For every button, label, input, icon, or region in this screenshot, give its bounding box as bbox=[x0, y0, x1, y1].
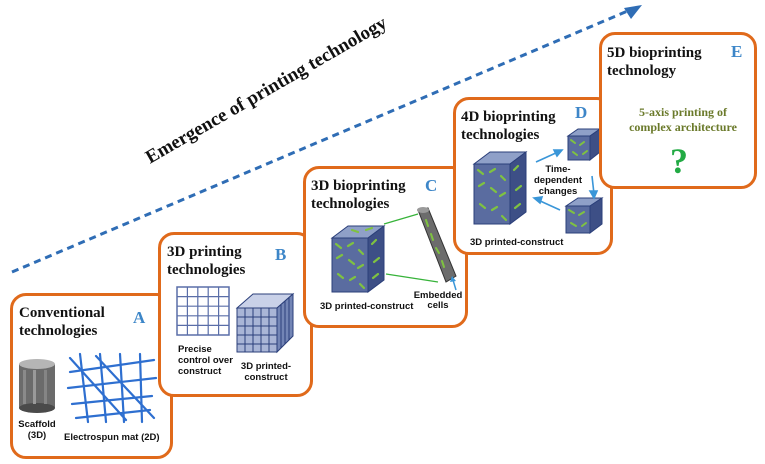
cell-laden-cube-icon bbox=[472, 151, 528, 225]
embedded-cell-strut-icon bbox=[383, 207, 457, 291]
printed-construct-c: 3D printed-construct bbox=[320, 301, 414, 312]
printed-construct-b-line1: 3D printed- bbox=[240, 361, 292, 372]
stage-a-title-line1: Conventional bbox=[19, 305, 105, 321]
stage-b-title-line2: technologies bbox=[167, 262, 246, 278]
time-cycle-arrows-icon bbox=[532, 149, 599, 211]
precise-control-line1: Precise bbox=[178, 344, 212, 355]
goal-line2: complex architecture bbox=[629, 120, 737, 134]
electrospun-mat-label: Electrospun mat (2D) bbox=[64, 432, 160, 443]
stage-d-letter: D bbox=[575, 103, 588, 122]
stage-e-title-line2: technology bbox=[607, 63, 677, 79]
small-cube-top-icon bbox=[566, 128, 602, 162]
stage-e-letter: E bbox=[731, 42, 743, 61]
stage-box-e bbox=[599, 32, 757, 189]
printed-construct-b-line2: construct bbox=[244, 372, 288, 383]
scaffold-cylinder-icon bbox=[19, 359, 55, 413]
small-cube-bottom-icon bbox=[564, 197, 604, 234]
stage-c-title-line1: 3D bioprinting bbox=[311, 178, 406, 194]
stage-c-letter: C bbox=[425, 176, 438, 195]
grid-construct-icon bbox=[176, 286, 230, 336]
stage-d-title-line2: technologies bbox=[461, 127, 540, 143]
embedded-cells-line1: Embedded bbox=[413, 290, 463, 301]
scaffold-label-line1: Scaffold bbox=[18, 419, 56, 430]
printed-construct-d: 3D printed-construct bbox=[470, 237, 564, 248]
cell-laden-cube-icon bbox=[330, 225, 386, 293]
precise-control-line3: construct bbox=[178, 366, 222, 377]
time-changes-line1: Time- bbox=[545, 164, 571, 175]
time-changes-line2: dependent bbox=[533, 175, 583, 186]
stage-b-letter: B bbox=[275, 245, 287, 264]
electrospun-mesh-icon bbox=[66, 352, 158, 424]
question-mark: ? bbox=[670, 141, 688, 181]
embedded-cells-line2: cells bbox=[427, 300, 449, 311]
lattice-cube-icon bbox=[235, 292, 295, 354]
stage-a-letter: A bbox=[133, 308, 146, 327]
stage-c-title-line2: technologies bbox=[311, 196, 390, 212]
time-changes-line3: changes bbox=[538, 186, 578, 197]
scaffold-label-line2: (3D) bbox=[27, 430, 47, 441]
stage-d-title-line1: 4D bioprinting bbox=[461, 109, 556, 125]
goal-line1: 5-axis printing of bbox=[638, 105, 727, 119]
precise-control-line2: control over bbox=[178, 355, 233, 366]
stage-a-title-line2: technologies bbox=[19, 323, 98, 339]
stage-e-title-line1: 5D bioprinting bbox=[607, 45, 702, 61]
stage-b-title-line1: 3D printing bbox=[167, 244, 242, 260]
